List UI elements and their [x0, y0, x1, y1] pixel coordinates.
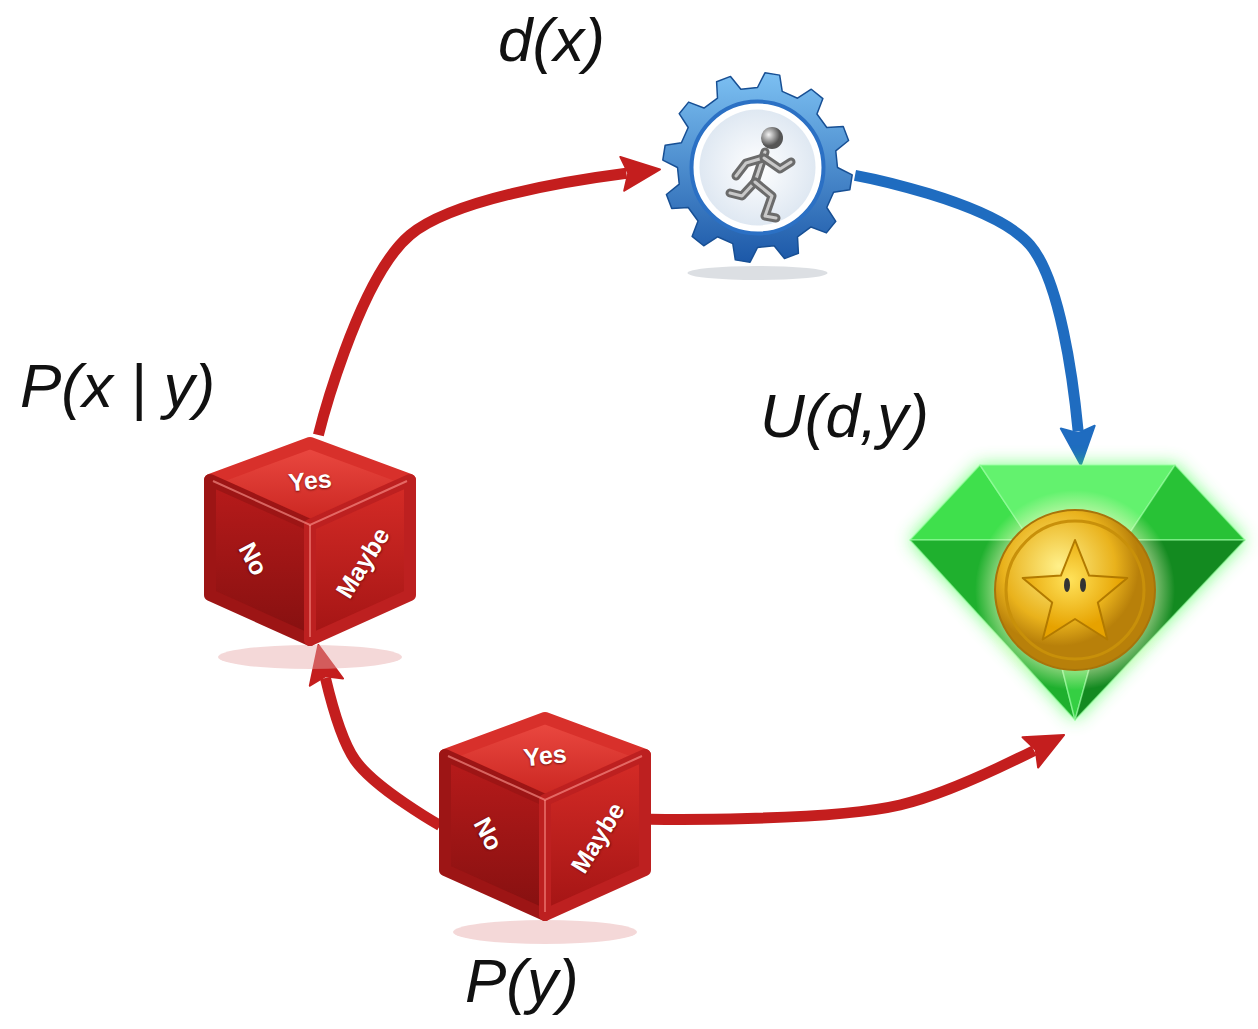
- dice-node: P(x | y)YesNoMaybe: [205, 435, 415, 645]
- node-label: P(y): [465, 945, 579, 1016]
- connector-group: [310, 645, 440, 826]
- runner-limb: [736, 158, 763, 176]
- arrow-connector: [318, 169, 660, 435]
- die-right-face: [545, 755, 645, 915]
- node-label: U(d,y): [760, 380, 929, 451]
- gear-shadow: [688, 266, 828, 280]
- star-eye: [1080, 578, 1086, 592]
- arrowhead: [1061, 426, 1095, 465]
- gem-glow: [910, 465, 1245, 720]
- runner-shine: [736, 158, 763, 176]
- gem-art: [910, 465, 1245, 735]
- coin: [995, 510, 1155, 670]
- connector-group: [650, 735, 1064, 819]
- runner-head: [761, 127, 783, 149]
- gear-node: d(x): [660, 70, 855, 265]
- die-face-text: Yes: [287, 465, 333, 497]
- die-reflection: [218, 645, 402, 669]
- gear-ring: [692, 102, 824, 234]
- arrowhead: [620, 157, 660, 191]
- gear-art: [660, 70, 855, 265]
- die-right-face: [310, 480, 410, 640]
- coin-rim: [1006, 521, 1144, 659]
- gear-face: [700, 110, 816, 226]
- die-left-face: [210, 480, 310, 640]
- arrow-connector: [650, 735, 1064, 819]
- die-left-face: [445, 755, 545, 915]
- coin-star: [1023, 540, 1128, 639]
- die-edge-highlight: [544, 800, 546, 912]
- runner-shine: [764, 158, 791, 169]
- die-face-text: Yes: [522, 740, 568, 772]
- node-label: d(x): [498, 4, 605, 75]
- runner-limb: [755, 182, 776, 218]
- node-label: P(x | y): [20, 350, 215, 421]
- die-reflection: [453, 920, 637, 944]
- runner-shine: [755, 182, 776, 218]
- gem-node: U(d,y): [910, 465, 1245, 735]
- coin-halo: [975, 490, 1175, 690]
- die-edge-highlight: [309, 525, 311, 637]
- runner-limb: [764, 158, 791, 169]
- arrowhead: [1023, 735, 1065, 768]
- gear-teeth: [663, 73, 852, 262]
- star-eye: [1064, 578, 1070, 592]
- dice-node: P(y)YesNoMaybe: [440, 710, 650, 920]
- connector-group: [318, 157, 660, 435]
